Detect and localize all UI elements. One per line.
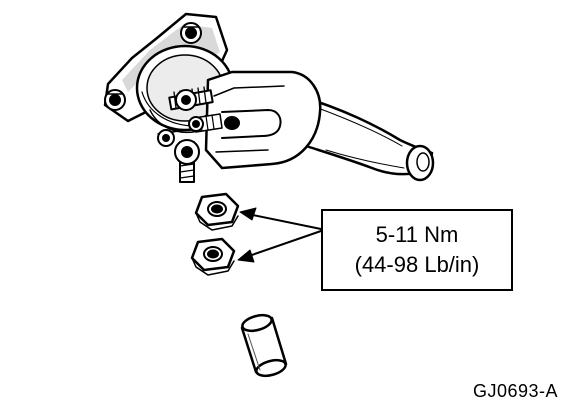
bushing-pin	[240, 313, 288, 378]
threaded-stud-upper	[168, 86, 214, 111]
lock-nut-upper	[194, 192, 240, 231]
torque-metric-label: 5-11 Nm	[375, 222, 459, 247]
figure-id-label: GJ0693-A	[472, 381, 558, 401]
callout-arrow-lower	[237, 230, 322, 263]
bracket-bolt-left	[104, 89, 126, 111]
callout-arrow-upper	[239, 207, 322, 230]
torque-callout-box: 5-11 Nm (44-98 Lb/in)	[321, 209, 513, 291]
threaded-stud-mid	[188, 113, 223, 133]
threaded-stud-lower	[157, 125, 215, 183]
lock-nut-lower	[190, 237, 236, 276]
lever-handle	[298, 94, 435, 182]
bracket-bolt-top	[180, 22, 202, 44]
torque-imperial-label: (44-98 Lb/in)	[354, 252, 480, 277]
lever-clevis	[204, 70, 322, 170]
